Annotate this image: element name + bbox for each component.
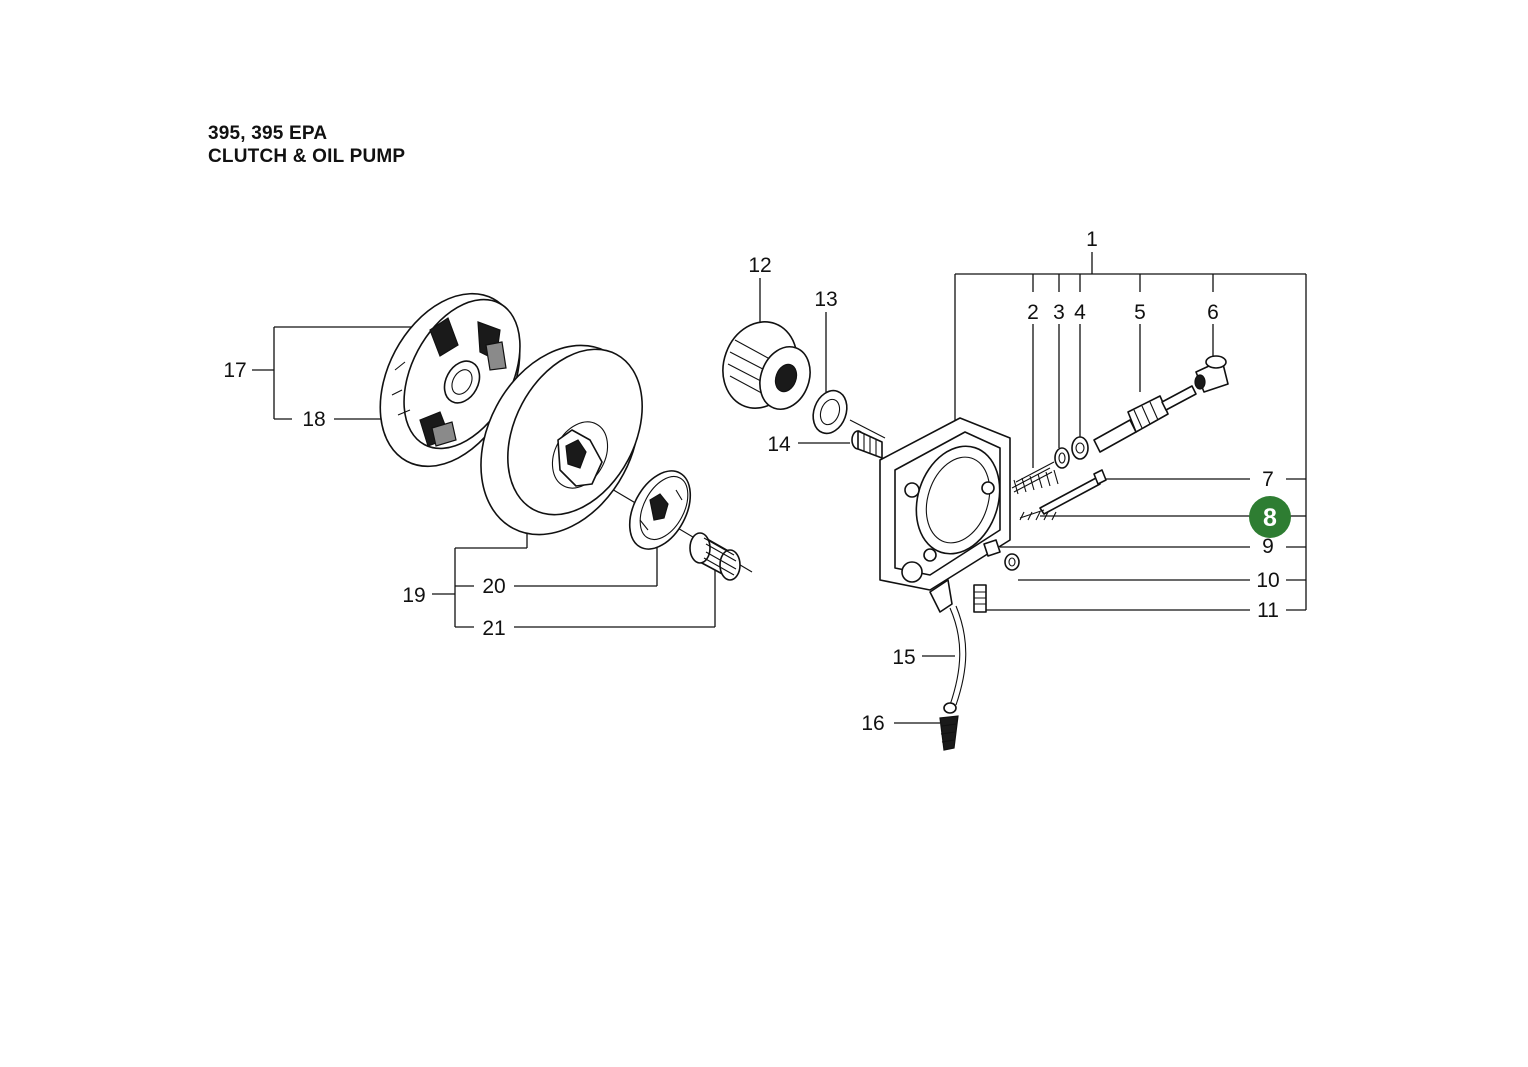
- callout-11[interactable]: 11: [1257, 599, 1279, 622]
- selected-highlight-badge: [1249, 496, 1291, 538]
- oil-filter: [939, 702, 959, 751]
- callout-1[interactable]: 1: [1086, 228, 1098, 251]
- spring-8: [1019, 509, 1057, 521]
- callout-13[interactable]: 13: [814, 288, 837, 311]
- clutch-drum: [480, 344, 643, 536]
- callout-7[interactable]: 7: [1262, 468, 1274, 491]
- callout-2[interactable]: 2: [1027, 301, 1039, 324]
- adjuster-screw-7: [1039, 469, 1107, 515]
- washer-13: [812, 389, 848, 435]
- callout-10[interactable]: 10: [1256, 569, 1279, 592]
- callout-14[interactable]: 14: [767, 433, 791, 456]
- spring-2: [1011, 461, 1059, 495]
- oil-hose: [929, 579, 967, 706]
- leader-lines: [252, 252, 1307, 724]
- oil-pump-housing: [879, 417, 1011, 591]
- plug-6: [1194, 355, 1229, 393]
- callout-8-selected[interactable]: 8: [1249, 496, 1291, 538]
- callout-3[interactable]: 3: [1053, 301, 1065, 324]
- washer-4: [1071, 436, 1089, 460]
- worm-gear: [722, 321, 811, 410]
- callout-21[interactable]: 21: [482, 617, 505, 640]
- pin-9: [983, 539, 1001, 557]
- needle-bearing: [689, 532, 741, 581]
- callout-6[interactable]: 6: [1207, 301, 1219, 324]
- callout-8[interactable]: 8: [1263, 504, 1277, 532]
- screw-14: [851, 430, 883, 459]
- clutch-assembly: [379, 292, 521, 468]
- screw-11: [973, 584, 987, 613]
- callout-labels: 1 2 3 4 5 6 7 8 9 10 11 12 13 14 15 16 1…: [223, 228, 1291, 735]
- callout-12[interactable]: 12: [748, 254, 771, 277]
- model-title: 395, 395 EPA: [208, 123, 328, 144]
- callout-16[interactable]: 16: [861, 712, 884, 735]
- assembly-title: CLUTCH & OIL PUMP: [208, 146, 406, 167]
- callout-20[interactable]: 20: [482, 575, 505, 598]
- callout-15[interactable]: 15: [892, 646, 915, 669]
- callout-19[interactable]: 19: [402, 584, 425, 607]
- nut-10: [1004, 553, 1020, 571]
- pump-piston: [1093, 385, 1197, 453]
- callout-9[interactable]: 9: [1262, 535, 1274, 558]
- callout-17[interactable]: 17: [223, 359, 246, 382]
- callout-18[interactable]: 18: [302, 408, 325, 431]
- callout-4[interactable]: 4: [1074, 301, 1086, 324]
- rim-sprocket: [628, 470, 692, 550]
- washer-3: [1054, 447, 1070, 469]
- callout-5[interactable]: 5: [1134, 301, 1146, 324]
